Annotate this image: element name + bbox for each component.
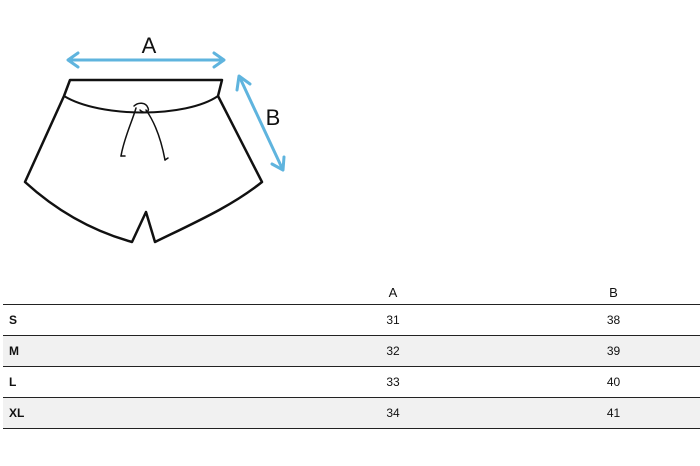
size-cell: S [3, 304, 259, 336]
measure-arrow-b [235, 74, 286, 172]
table-header-row: A B [3, 280, 700, 305]
measure-a-cell: 34 [259, 397, 527, 429]
measure-b-cell: 41 [527, 397, 700, 429]
measure-b-cell: 38 [527, 304, 700, 336]
measure-a-cell: 33 [259, 366, 527, 398]
shorts-body [23, 78, 264, 244]
label-a: A [142, 33, 157, 58]
measure-b-cell: 39 [527, 335, 700, 367]
measure-a-cell: 31 [259, 304, 527, 336]
size-cell: L [3, 366, 259, 398]
table-row: L 33 40 [3, 366, 700, 398]
shorts-measurement-diagram: A B [23, 33, 286, 244]
header-b: B [527, 280, 700, 305]
table-row: M 32 39 [3, 335, 700, 367]
measure-a-cell: 32 [259, 335, 527, 367]
table-row: S 31 38 [3, 304, 700, 336]
size-cell: M [3, 335, 259, 367]
drawstring [120, 102, 169, 161]
table-row: XL 34 41 [3, 397, 700, 429]
header-a: A [259, 280, 527, 305]
measure-arrow-a [66, 51, 226, 69]
size-cell: XL [3, 397, 259, 429]
header-size [3, 280, 259, 305]
size-chart-table: A B S 31 38 M 32 39 L 33 40 XL 34 41 [3, 280, 700, 429]
measure-b-cell: 40 [527, 366, 700, 398]
label-b: B [266, 105, 281, 130]
